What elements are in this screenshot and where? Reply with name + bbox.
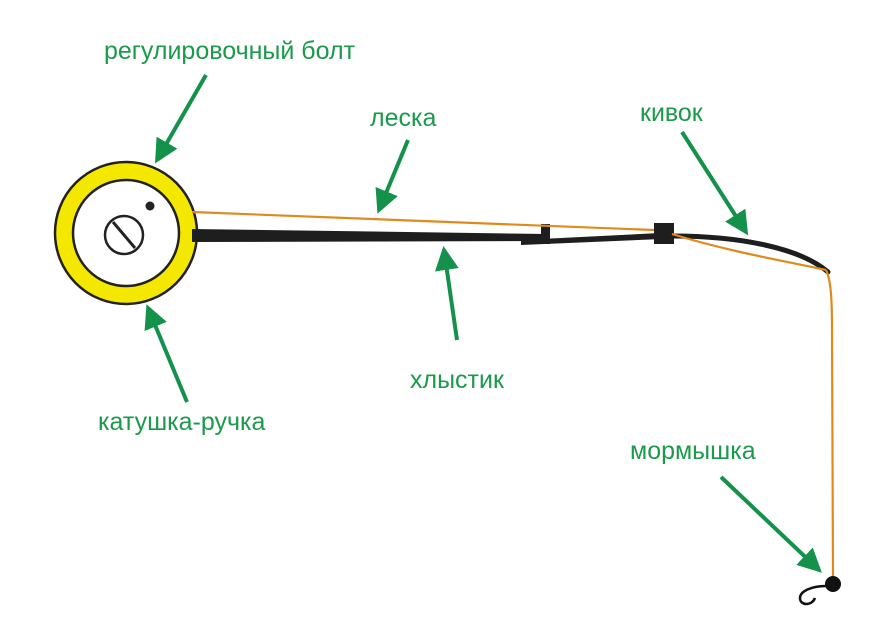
fishing-line-nod	[671, 232, 827, 272]
fishing-line	[191, 210, 835, 579]
nod-spring	[669, 233, 831, 275]
label-jig: мормышка	[630, 437, 756, 465]
jig	[798, 576, 841, 606]
arrow-whip	[434, 246, 459, 341]
adjusting-bolt-slot	[111, 221, 137, 249]
arrow-jig	[719, 475, 822, 573]
arrow-bolt	[155, 74, 208, 164]
labels: регулировочный болт леска кивок хлыстик …	[98, 37, 756, 465]
rod-tip-section	[521, 233, 662, 245]
whip-rod	[192, 229, 548, 242]
arrow-line	[375, 139, 410, 214]
label-bolt: регулировочный болт	[104, 37, 356, 65]
line-guide-ring	[541, 224, 550, 244]
jig-hook	[798, 584, 827, 606]
arrow-nod	[680, 130, 749, 236]
label-nod: кивок	[640, 99, 704, 127]
rod	[192, 223, 674, 245]
reel-small-dot	[145, 201, 155, 211]
reel	[53, 160, 199, 306]
jig-head	[825, 576, 841, 592]
fishing-line-drop	[824, 269, 835, 579]
label-line: леска	[370, 104, 436, 132]
label-whip: хлыстик	[410, 366, 505, 394]
arrow-reel	[144, 304, 189, 403]
arrows	[144, 74, 822, 573]
fishing-line-top	[191, 210, 655, 232]
label-reel: катушка-ручка	[98, 408, 265, 436]
nod-mount-block	[654, 223, 674, 244]
